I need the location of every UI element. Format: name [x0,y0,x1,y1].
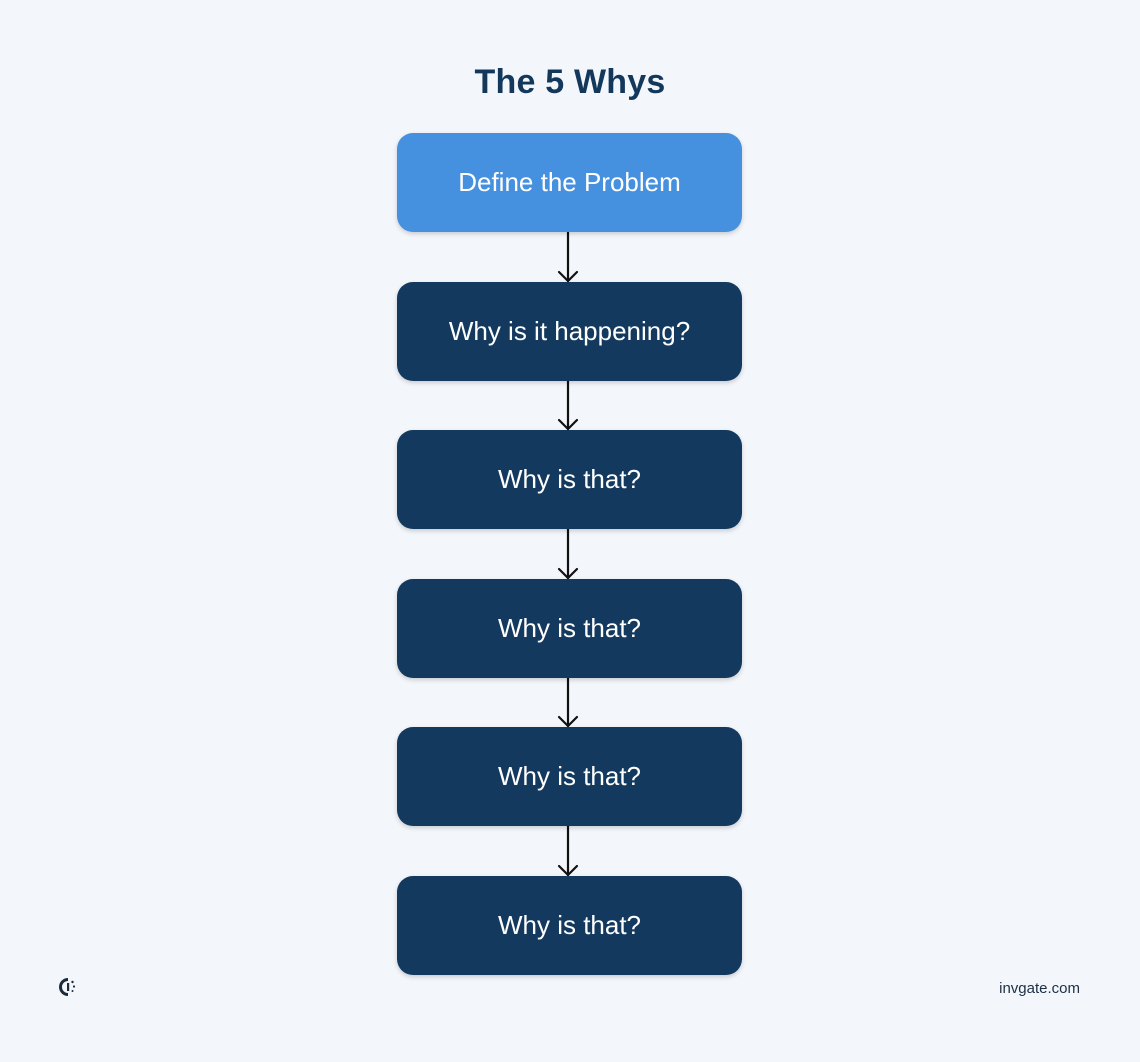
arrow-head [557,567,579,580]
arrow-head [557,418,579,431]
arrow-head [557,715,579,728]
footer-domain: invgate.com [999,980,1080,997]
step-label: Why is that? [497,613,642,643]
invgate-logo-icon [59,978,76,996]
step-define-problem: Define the Problem [397,133,742,232]
diagram-title: The 5 Whys [474,63,666,101]
step-why-2: Why is that? [397,430,742,529]
step-label: Define the Problem [458,167,681,197]
step-label: Why is that? [497,464,642,494]
step-why-5: Why is that? [397,876,742,975]
step-label: Why is it happening? [448,316,691,346]
step-why-3: Why is that? [397,579,742,678]
arrow-head [557,864,579,877]
step-label: Why is that? [497,910,642,940]
step-why-1: Why is it happening? [397,282,742,381]
step-label: Why is that? [497,761,642,791]
arrow-head [557,270,579,283]
step-why-4: Why is that? [397,727,742,826]
